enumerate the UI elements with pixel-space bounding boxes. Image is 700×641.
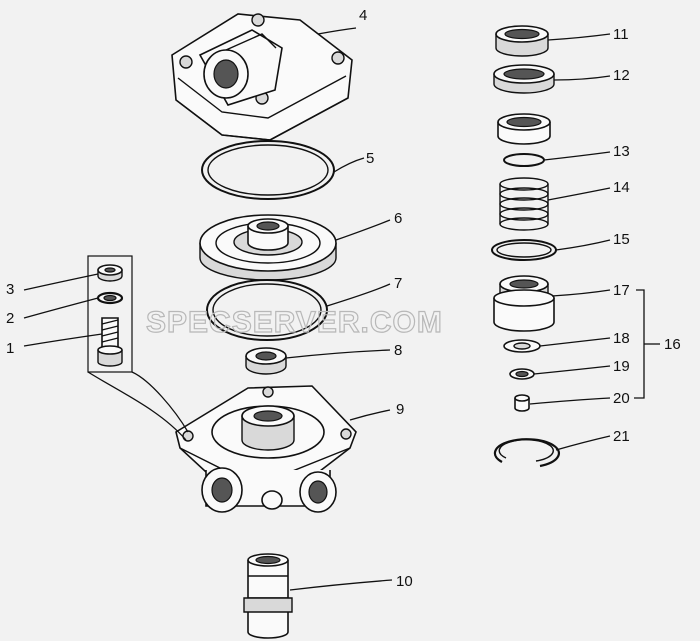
part-8-nut	[245, 347, 287, 375]
part-4-top-cover	[171, 13, 353, 141]
part-2-washer	[96, 291, 124, 305]
callout-11: 11	[613, 26, 629, 43]
callout-17: 17	[613, 282, 630, 299]
part-14-spring	[499, 177, 549, 231]
part-9-valve-body	[175, 385, 357, 513]
part-17-valve-seat	[493, 275, 555, 332]
part-21-snap-ring	[493, 438, 561, 468]
callout-14: 14	[613, 179, 630, 196]
part-6-diaphragm-disc	[199, 214, 337, 281]
part-10-fitting	[243, 553, 293, 639]
part-18-disc	[503, 339, 541, 353]
part-15-o-ring	[491, 239, 557, 261]
part-19-valve	[509, 368, 535, 380]
callout-2: 2	[6, 310, 14, 327]
callout-13: 13	[613, 143, 630, 160]
callout-1: 1	[6, 340, 14, 357]
callout-7: 7	[394, 275, 402, 292]
callout-8: 8	[394, 342, 402, 359]
part-1-bolt	[97, 317, 123, 367]
part-20-pin	[514, 394, 530, 412]
callout-20: 20	[613, 390, 630, 407]
watermark-text: SPECSERVER.COM	[146, 306, 443, 339]
callout-9: 9	[396, 401, 404, 418]
callout-4: 4	[359, 7, 367, 24]
fastener-bracket-frame	[87, 255, 189, 441]
callout-16: 16	[664, 336, 681, 353]
part-13-bushing-with-ring	[497, 113, 551, 167]
part-5-large-o-ring	[201, 140, 335, 200]
callout-18: 18	[613, 330, 630, 347]
callout-21: 21	[613, 428, 630, 445]
callout-labels: 4 5 6 7 8 9 10 3 2 1 11 12 13 14 15 17 1…	[6, 7, 681, 590]
callout-6: 6	[394, 210, 402, 227]
callout-10: 10	[396, 573, 413, 590]
callout-12: 12	[613, 67, 630, 84]
part-12-ring	[493, 64, 555, 94]
callout-3: 3	[6, 281, 14, 298]
callout-15: 15	[613, 231, 630, 248]
leader-lines	[23, 27, 660, 591]
part-3-hex-nut	[97, 264, 123, 282]
part-7-o-ring	[206, 279, 328, 341]
callout-5: 5	[366, 150, 374, 167]
part-11-bushing	[495, 25, 549, 57]
callout-19: 19	[613, 358, 630, 375]
